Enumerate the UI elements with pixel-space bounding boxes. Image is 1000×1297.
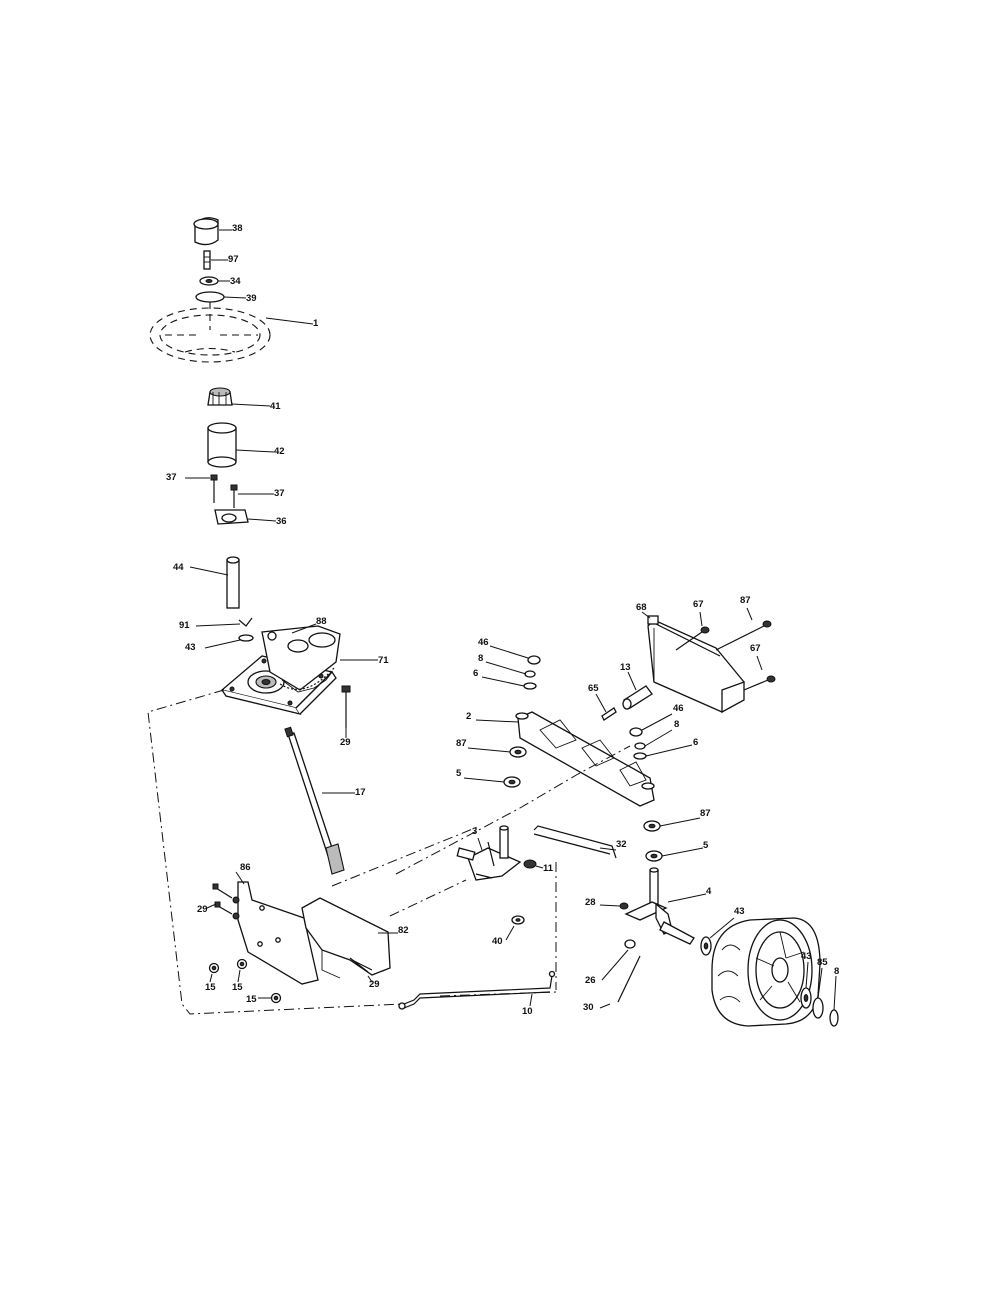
pin-65-part bbox=[595, 693, 617, 721]
callout-label-c41: 41 bbox=[270, 401, 281, 412]
nuts-15-part bbox=[208, 958, 282, 1004]
steering-cap-part bbox=[193, 217, 232, 246]
callout-label-c37b: 37 bbox=[274, 488, 285, 499]
bolt-29-part bbox=[341, 685, 351, 738]
callout-label-c6b: 6 bbox=[693, 737, 698, 748]
bearing-flange-part bbox=[214, 509, 277, 525]
callout-label-c39: 39 bbox=[246, 293, 257, 304]
screw-part bbox=[203, 250, 228, 270]
callout-label-c46a: 46 bbox=[478, 637, 489, 648]
callout-label-c1: 1 bbox=[313, 318, 319, 329]
callout-label-c29c: 29 bbox=[369, 979, 380, 990]
callout-label-c43c: 43 bbox=[801, 951, 812, 962]
spindle-part bbox=[624, 867, 707, 945]
callout-label-c38: 38 bbox=[232, 223, 243, 234]
callout-label-c36: 36 bbox=[276, 516, 287, 527]
callout-label-c87c: 87 bbox=[700, 808, 711, 819]
callout-label-c97a: 97 bbox=[228, 254, 239, 265]
bolt-26-part bbox=[601, 939, 636, 981]
bolts-67-part bbox=[675, 607, 776, 691]
callout-label-c71: 71 bbox=[378, 655, 389, 666]
axle-pivot-bracket-part bbox=[641, 611, 745, 714]
callout-label-c13: 13 bbox=[620, 662, 631, 673]
callout-label-c44: 44 bbox=[173, 562, 184, 573]
callout-label-c15c: 15 bbox=[246, 994, 257, 1005]
callout-label-c5b: 5 bbox=[703, 840, 709, 851]
spindle-cap-right-part bbox=[629, 713, 693, 760]
callout-label-c40: 40 bbox=[492, 936, 503, 947]
callout-label-c82: 82 bbox=[398, 925, 409, 936]
callout-label-c8a: 8 bbox=[478, 653, 483, 664]
callout-label-c34: 34 bbox=[230, 276, 241, 287]
callout-label-c46b: 46 bbox=[673, 703, 684, 714]
front-axle-part bbox=[475, 711, 655, 807]
steering-wheel-part bbox=[149, 291, 314, 363]
callout-label-c87b: 87 bbox=[456, 738, 467, 749]
bellows-part bbox=[207, 422, 275, 468]
callout-label-c87a: 87 bbox=[740, 595, 751, 606]
callout-label-c30: 30 bbox=[583, 1002, 594, 1013]
callout-label-c67a: 67 bbox=[693, 599, 704, 610]
tie-rod-32-part bbox=[533, 825, 617, 859]
callout-label-c67b: 67 bbox=[750, 643, 761, 654]
front-wheel-part bbox=[711, 917, 821, 1027]
drag-link-part bbox=[398, 970, 556, 1010]
bushing-40-part bbox=[505, 915, 525, 941]
callout-label-c85: 85 bbox=[817, 957, 828, 968]
gear-box-part bbox=[195, 617, 378, 716]
callout-label-c17: 17 bbox=[355, 787, 366, 798]
callout-label-c8b: 8 bbox=[674, 719, 679, 730]
callout-label-c91: 91 bbox=[179, 620, 190, 631]
callout-label-c88: 88 bbox=[316, 616, 327, 627]
steering-shaft-upper-part bbox=[189, 556, 240, 609]
bolt-29-bracket-part bbox=[349, 957, 373, 983]
callout-label-c68: 68 bbox=[636, 602, 647, 613]
callout-label-c43a: 43 bbox=[185, 642, 196, 653]
washer-28-part bbox=[599, 902, 629, 910]
callout-label-c11: 11 bbox=[543, 863, 554, 874]
callout-label-c26: 26 bbox=[585, 975, 596, 986]
callout-label-c32: 32 bbox=[616, 839, 627, 850]
callout-label-c5a: 5 bbox=[456, 768, 462, 779]
callout-label-c29b: 29 bbox=[197, 904, 208, 915]
steering-shaft-lower-part bbox=[284, 726, 355, 875]
callout-label-c28: 28 bbox=[585, 897, 596, 908]
pivot-tube-13-part bbox=[622, 671, 653, 710]
rod-30-part bbox=[599, 955, 641, 1009]
washer-43-part bbox=[700, 917, 735, 956]
callout-label-c15a: 15 bbox=[205, 982, 216, 993]
callout-label-c3: 3 bbox=[472, 826, 477, 837]
callout-label-c2: 2 bbox=[466, 711, 471, 722]
callout-label-c37a: 37 bbox=[166, 472, 177, 483]
washer-part bbox=[199, 276, 230, 286]
callout-label-c29a: 29 bbox=[340, 737, 351, 748]
bushings-87-5-part bbox=[463, 746, 704, 862]
callout-label-c8c: 8 bbox=[834, 966, 839, 977]
spindle-cap-left-part bbox=[481, 645, 541, 690]
callout-label-c15b: 15 bbox=[232, 982, 243, 993]
callout-label-c86: 86 bbox=[240, 862, 251, 873]
hub-part bbox=[207, 387, 271, 407]
bolts-29-left-part bbox=[206, 883, 240, 920]
callout-label-c42: 42 bbox=[274, 446, 285, 457]
nut-11-part bbox=[523, 859, 544, 869]
callout-label-c10: 10 bbox=[522, 1006, 533, 1017]
pivot-bracket-part bbox=[456, 825, 522, 881]
callout-label-c6a: 6 bbox=[473, 668, 478, 679]
reference-lines bbox=[147, 689, 631, 1015]
bolts-part bbox=[185, 474, 274, 508]
wheel-hardware-part bbox=[800, 961, 839, 1027]
callout-label-c65: 65 bbox=[588, 683, 599, 694]
callout-label-c4: 4 bbox=[706, 886, 712, 897]
steering-bracket-part bbox=[235, 871, 398, 985]
callout-label-c43b: 43 bbox=[734, 906, 745, 917]
